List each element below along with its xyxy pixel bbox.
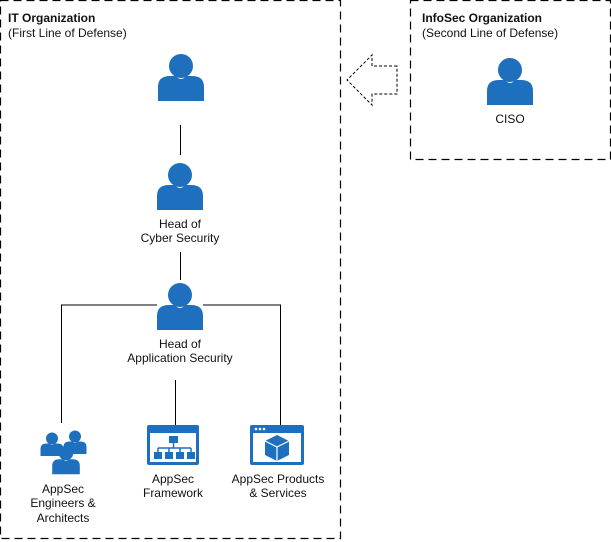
it-organization-box: [0, 0, 342, 540]
group-icon: [40, 430, 87, 475]
head-appsec-person-icon: [157, 283, 203, 330]
head-appsec-label-line-1: Head of: [159, 337, 202, 351]
engineers-label-line-1: AppSec: [42, 482, 84, 496]
framework-label-line-1: AppSec: [152, 472, 194, 486]
it-organization-subtitle: (First Line of Defense): [8, 26, 127, 40]
cube-window-icon: [250, 425, 304, 465]
reporting-arrow-icon: [346, 53, 398, 107]
connector-lines: [61, 125, 281, 425]
products-label-line-2: & Services: [249, 486, 306, 500]
connector-appsec-to-products: [203, 304, 281, 425]
infosec-organization-subtitle: (Second Line of Defense): [422, 26, 558, 40]
products-label-line-1: AppSec Products: [232, 472, 325, 486]
ciso-person-icon: [487, 58, 533, 105]
head-cyber-label-line-1: Head of: [159, 217, 202, 231]
top-person-icon: [158, 54, 204, 101]
framework-label-line-2: Framework: [143, 486, 204, 500]
ciso-label: CISO: [495, 112, 524, 126]
connector-appsec-to-engineers: [61, 304, 157, 423]
it-organization-title: IT Organization: [8, 11, 95, 25]
engineers-label-line-3: Architects: [37, 511, 90, 525]
infosec-organization-title: InfoSec Organization: [422, 11, 542, 25]
engineers-label-line-2: Engineers &: [30, 496, 95, 510]
head-cyber-person-icon: [157, 163, 203, 210]
hierarchy-window-icon: [147, 425, 199, 465]
head-cyber-label-line-2: Cyber Security: [141, 231, 220, 245]
head-appsec-label-line-2: Application Security: [127, 351, 232, 365]
